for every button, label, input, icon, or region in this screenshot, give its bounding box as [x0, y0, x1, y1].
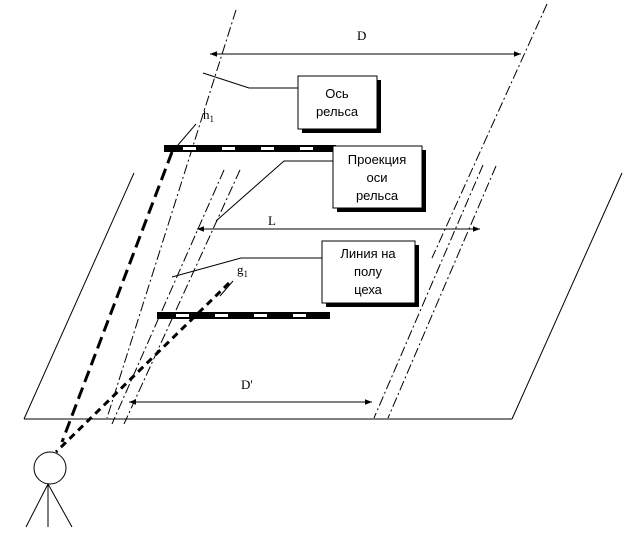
callout-floor-line: Линия на полу цеха: [321, 240, 419, 307]
callout-leaders: [171, 72, 333, 278]
callout-rail-axis: Ось рельса: [297, 75, 381, 133]
g1-label: g1: [237, 262, 248, 279]
shop-floor: [23, 172, 623, 420]
upper-measuring-rule: [164, 145, 336, 152]
sight-line-h1: [60, 151, 174, 443]
leader-projection: [215, 160, 333, 222]
callout-rail-axis-projection: Проекция оси рельса: [332, 145, 426, 212]
lower-rule-body: [157, 312, 330, 319]
instrument-head: [33, 451, 67, 485]
upper-rule-body: [164, 145, 336, 152]
h1-label: h1: [203, 107, 214, 124]
tripod-leg-left: [25, 483, 49, 528]
h1-leader: [171, 123, 197, 153]
sight-lines: [54, 123, 234, 454]
dimension-D-prime: D': [129, 377, 372, 405]
projection-left-b: [123, 169, 241, 425]
projection-right-a: [373, 164, 484, 419]
projection-left-a: [111, 169, 225, 425]
lower-measuring-rule: [157, 312, 330, 319]
leader-rail-axis: [202, 72, 298, 89]
projection-right-b: [387, 165, 497, 419]
dimension-D: D: [210, 28, 521, 57]
g1-leader: [219, 280, 234, 297]
rail-axis-lines: [106, 3, 548, 419]
floor-left-edge: [23, 172, 135, 420]
projection-lines: [111, 164, 497, 425]
rail-axis-left: [106, 9, 237, 419]
callout-rail-axis-line2: рельса: [316, 104, 359, 119]
rail-axis-right: [431, 3, 548, 259]
floor-right-edge: [511, 172, 623, 420]
dimension-L: L: [197, 213, 480, 232]
callout-rail-axis-line1: Ось: [325, 86, 349, 101]
callout-projection-line2: оси: [367, 170, 388, 185]
callout-projection-line3: рельса: [356, 188, 399, 203]
tripod-leg-right: [47, 483, 73, 528]
dimension-D-label: D: [357, 28, 366, 43]
callout-floor-line-line2: полу: [354, 264, 383, 279]
dimension-L-label: L: [268, 213, 276, 228]
callout-floor-line-line1: Линия на: [340, 246, 396, 261]
observer-tripod: [25, 451, 73, 528]
leader-floor-line: [171, 257, 322, 278]
sight-line-g1: [54, 281, 231, 454]
dimension-D-prime-label: D': [241, 377, 253, 392]
callout-projection-line1: Проекция: [348, 152, 406, 167]
callout-floor-line-line3: цеха: [354, 282, 383, 297]
